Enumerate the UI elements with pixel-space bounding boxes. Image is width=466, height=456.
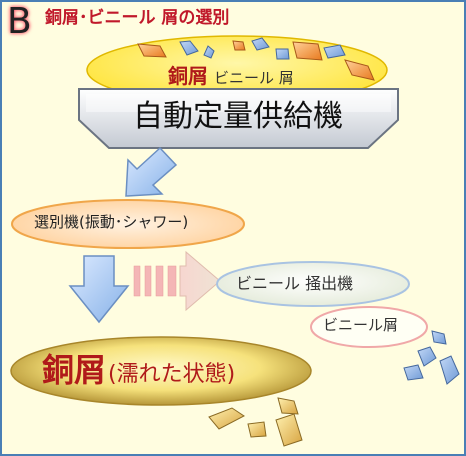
vinyl-scrap-ellipse	[310, 306, 428, 348]
vinyl-scrap-chips	[403, 330, 460, 385]
vinyl-chip-icon	[203, 45, 215, 59]
copper-result-sub: (濡れた状態)	[108, 362, 236, 387]
vinyl-scrap-label: ビニール屑	[323, 316, 399, 334]
vinyl-chip-icon	[417, 346, 437, 367]
copper-chip-icon	[277, 397, 299, 415]
feeder-box	[78, 88, 399, 149]
hopper-copper-label: 銅屑	[168, 64, 208, 88]
vinyl-chip-icon	[431, 330, 447, 345]
section-badge: B	[7, 1, 32, 42]
copper-chip-icon	[292, 41, 323, 61]
vinyl-chip-icon	[251, 37, 270, 51]
vinyl-chip-icon	[275, 48, 290, 60]
vinyl-chip-icon	[179, 40, 199, 56]
copper-scrap-chips	[208, 397, 303, 447]
copper-chip-icon	[275, 413, 303, 447]
copper-chip-icon	[247, 421, 267, 438]
vinyl-chip-icon	[439, 355, 460, 385]
hopper-label: 銅屑ビニール 屑	[168, 66, 294, 86]
diagram-title: 銅屑･ビニール 屑の選別	[45, 8, 230, 28]
vinyl-chip-icon	[323, 44, 346, 59]
copper-result-main: 銅屑	[42, 351, 107, 389]
copper-chip-icon	[232, 40, 246, 51]
feeder-label: 自動定量供給機	[133, 99, 343, 134]
vinyl-extractor-label: ビニール 掻出機	[236, 274, 354, 293]
hopper-vinyl-label: ビニール 屑	[214, 69, 294, 87]
separator-label: 選別機(振動･シャワー)	[34, 213, 189, 231]
copper-result-label: 銅屑(濡れた状態)	[42, 354, 235, 386]
right-arrow-icon	[133, 250, 221, 312]
vinyl-chip-icon	[403, 364, 424, 381]
copper-chip-icon	[208, 407, 245, 430]
copper-result-ellipse	[10, 336, 312, 406]
down-arrow-icon	[125, 146, 178, 197]
copper-chip-icon	[137, 43, 167, 58]
copper-chip-icon	[344, 59, 375, 81]
down-arrow-icon	[68, 255, 130, 324]
hopper-chips	[137, 37, 375, 81]
separator-ellipse	[11, 199, 245, 249]
vinyl-extractor-ellipse	[216, 261, 410, 307]
